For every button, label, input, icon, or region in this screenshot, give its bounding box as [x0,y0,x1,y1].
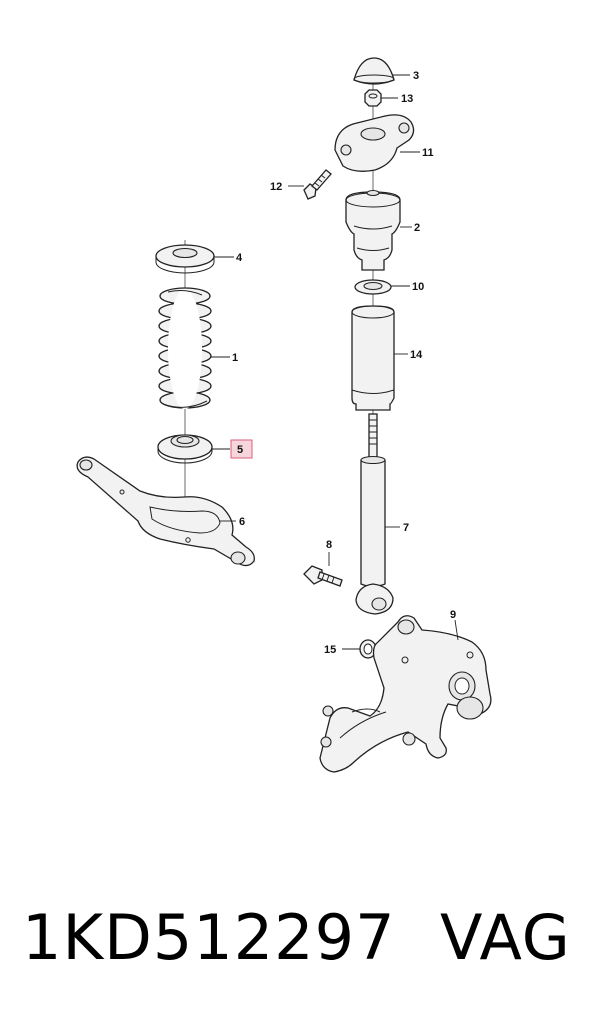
callout-9: 9 [450,609,456,621]
callout-7: 7 [403,522,409,534]
callout-12: 12 [270,181,282,193]
callout-1: 1 [232,352,238,364]
shock-mount-bolt [303,565,343,587]
callout-8: 8 [326,539,332,551]
bump-stop [345,189,401,271]
shock-absorber [355,413,394,615]
highlighted-callout-box [230,439,253,459]
callout-4: 4 [236,252,243,264]
callout-13: 13 [401,93,413,105]
callout-15: 15 [324,644,336,656]
callout-3: 3 [413,70,419,82]
callout-10: 10 [412,281,424,293]
top-nut [364,89,382,107]
lower-control-arm [76,456,255,567]
strut-top-mount [334,114,415,172]
callout-11: 11 [422,147,434,159]
coil-spring [158,287,212,409]
brand-caption: VAG [440,901,571,974]
dust-boot [351,305,395,411]
leader-lines [211,74,459,650]
top-dust-cap [353,57,395,85]
mount-bolt [303,169,332,200]
bump-stop-washer [354,279,392,295]
upper-spring-seat [155,244,215,274]
callout-6: 6 [239,516,245,528]
suspension-exploded-diagram: 4 1 5 6 3 13 11 12 2 10 14 7 8 9 15 [76,57,492,773]
callout-2: 2 [414,222,420,234]
callout-14: 14 [410,349,423,361]
lower-spring-seat [157,434,213,464]
wheel-carrier [319,615,492,773]
callout-5: 5 [237,444,243,456]
part-number-caption: 1KD512297 [22,901,396,974]
